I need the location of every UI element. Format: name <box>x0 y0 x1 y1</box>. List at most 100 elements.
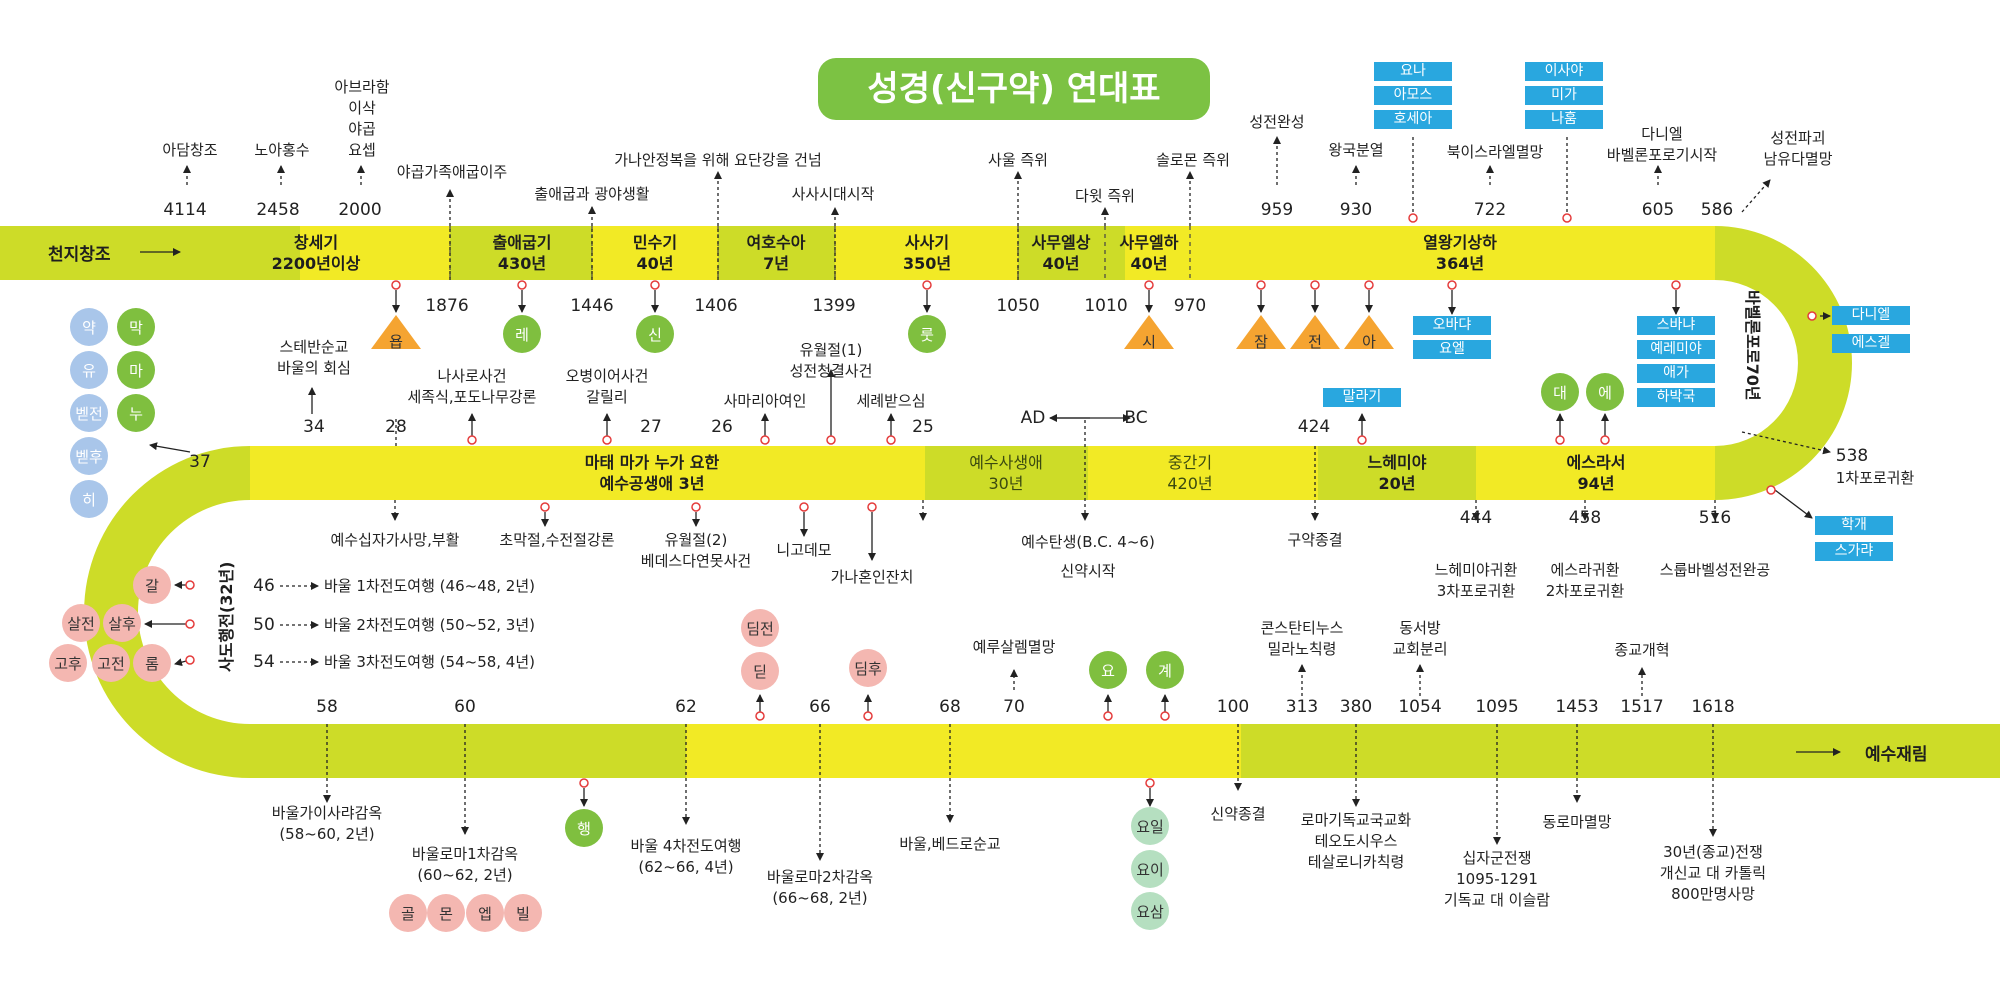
event-label: 솔로몬 즉위 <box>1156 151 1230 169</box>
book-circle: 룻 <box>908 315 946 353</box>
book-circle: 벧전 <box>70 394 108 432</box>
prophet-box: 호세아 <box>1374 110 1452 129</box>
event-label: 가나안정복을 위해 요단강을 건넘 <box>614 151 822 169</box>
year-label: 2458 <box>256 200 300 220</box>
book-circle: 살전 <box>62 604 100 642</box>
bc-label: BC <box>1124 408 1148 428</box>
event-label: 바울,베드로순교 <box>899 835 1001 853</box>
year-label: 970 <box>1173 296 1207 316</box>
year-prefix: 50 <box>253 615 275 635</box>
event-label: 북이스라엘멸망 <box>1446 143 1544 161</box>
event-label: 30년(종교)전쟁 개신교 대 카톨릭 800만명사망 <box>1659 843 1767 903</box>
event-label: 성전파괴 남유다멸망 <box>1763 129 1833 168</box>
book-circle: 에 <box>1586 373 1624 411</box>
segment-kings: 열왕기상하 364년 <box>1423 233 1497 273</box>
segment-ezra: 에스라서 94년 <box>1566 453 1626 493</box>
book-triangle-label: 욥 <box>389 333 403 351</box>
prophet-box: 미가 <box>1525 86 1603 105</box>
book-circle: 마 <box>117 351 155 389</box>
book-circle: 벧후 <box>70 437 108 475</box>
book-circle: 롬 <box>133 644 171 682</box>
event-label: 아담창조 <box>162 141 218 159</box>
event-label: 초막절,수전절강론 <box>499 531 615 549</box>
year-label: 1054 <box>1398 697 1442 717</box>
year-label: 605 <box>1641 200 1675 220</box>
event-label: 스테반순교 바울의 회심 <box>277 338 351 377</box>
year-prefix: 46 <box>253 576 275 596</box>
event-label: 다니엘 바벨론포로기시작 <box>1606 125 1718 164</box>
prophet-box: 애가 <box>1637 364 1715 383</box>
year-label: 930 <box>1339 200 1373 220</box>
event-label: 동로마멸망 <box>1542 813 1612 831</box>
start-label: 천지창조 <box>48 245 111 265</box>
segment-judges: 사사기 350년 <box>902 233 952 273</box>
event-label: 가나혼인잔치 <box>830 568 914 586</box>
year-label: 586 <box>1700 200 1734 220</box>
event-label: 아브라함 이삭 야곱 요셉 <box>334 78 390 159</box>
event-label: 신약시작 <box>1060 562 1116 580</box>
event-label: 느헤미야귀환 3차포로귀환 <box>1434 561 1518 600</box>
year-label: 1010 <box>1084 296 1128 316</box>
event-label: 십자군전쟁 1095-1291 기독교 대 이슬람 <box>1443 849 1551 909</box>
prophet-box: 에스겔 <box>1832 334 1910 353</box>
year-label: 538 <box>1835 446 1869 466</box>
book-circle: 약 <box>70 308 108 346</box>
event-label: 출애굽과 광야생활 <box>534 185 650 203</box>
event-label: 예수십자가사망,부활 <box>330 531 460 549</box>
year-label: 66 <box>809 697 831 717</box>
book-circle: 계 <box>1146 651 1184 689</box>
event-label: 예수탄생(B.C. 4~6) <box>1021 533 1155 551</box>
event-label: 1차포로귀환 <box>1835 469 1915 487</box>
prophet-box: 스바냐 <box>1637 316 1715 335</box>
book-circle: 요일 <box>1131 807 1169 845</box>
book-circle: 행 <box>565 809 603 847</box>
book-circle: 히 <box>70 480 108 518</box>
book-circle: 신 <box>636 315 674 353</box>
year-label: 70 <box>1003 697 1025 717</box>
book-triangle-label: 아 <box>1362 333 1376 351</box>
event-label: 유월절(2) 베데스다연못사건 <box>640 531 752 570</box>
event-label: 바울가이사랴감옥 (58~60, 2년) <box>271 804 383 843</box>
event-label: 예루살렘멸망 <box>972 638 1056 656</box>
year-label: 380 <box>1339 697 1373 717</box>
segment-2samuel: 사무엘하 40년 <box>1119 233 1179 273</box>
segment-numbers: 민수기 40년 <box>632 233 678 273</box>
event-label: 동서방 교회분리 <box>1392 619 1448 658</box>
ad-label: AD <box>1020 408 1046 428</box>
book-triangle-label: 잠 <box>1254 333 1268 351</box>
year-label: 60 <box>454 697 476 717</box>
event-label: 나사로사건 세족식,포도나무강론 <box>407 367 537 406</box>
year-label: 34 <box>303 417 325 437</box>
book-circle: 요이 <box>1131 850 1169 888</box>
segment-gospels: 마태 마가 누가 요한 예수공생애 3년 <box>584 453 720 493</box>
segment-jesus-private-life: 예수사생애 30년 <box>969 453 1043 493</box>
event-label: 종교개혁 <box>1614 641 1670 659</box>
prophet-box: 이사야 <box>1525 62 1603 81</box>
segment-nehemiah: 느헤미야 20년 <box>1367 453 1427 493</box>
event-label: 바울 1차전도여행 (46~48, 2년) <box>324 577 536 595</box>
event-label: 유월절(1) 성전청결사건 <box>789 341 873 380</box>
event-label: 바울로마1차감옥 (60~62, 2년) <box>411 845 519 884</box>
event-label: 바울 4차전도여행 (62~66, 4년) <box>630 837 742 876</box>
year-prefix: 54 <box>253 652 275 672</box>
book-circle: 몬 <box>427 894 465 932</box>
event-label: 사사시대시작 <box>791 185 875 203</box>
event-label: 오병이어사건 갈릴리 <box>565 367 649 406</box>
year-label: 68 <box>939 697 961 717</box>
book-circle: 누 <box>117 394 155 432</box>
prophet-box: 오바댜 <box>1413 316 1491 335</box>
event-label: 바울 2차전도여행 (50~52, 3년) <box>324 616 536 634</box>
event-label: 노아홍수 <box>254 141 310 159</box>
prophet-box: 스가랴 <box>1815 542 1893 561</box>
book-circle: 딤전 <box>741 609 779 647</box>
year-label: 1446 <box>570 296 614 316</box>
event-label: 성전완성 <box>1249 113 1305 131</box>
book-circle: 막 <box>117 308 155 346</box>
year-label: 1399 <box>812 296 856 316</box>
book-triangle-label: 전 <box>1308 333 1322 351</box>
event-label: 스룹바벨성전완공 <box>1659 561 1771 579</box>
year-label: 1050 <box>996 296 1040 316</box>
book-circle: 요 <box>1089 651 1127 689</box>
end-label: 예수재림 <box>1865 745 1928 765</box>
